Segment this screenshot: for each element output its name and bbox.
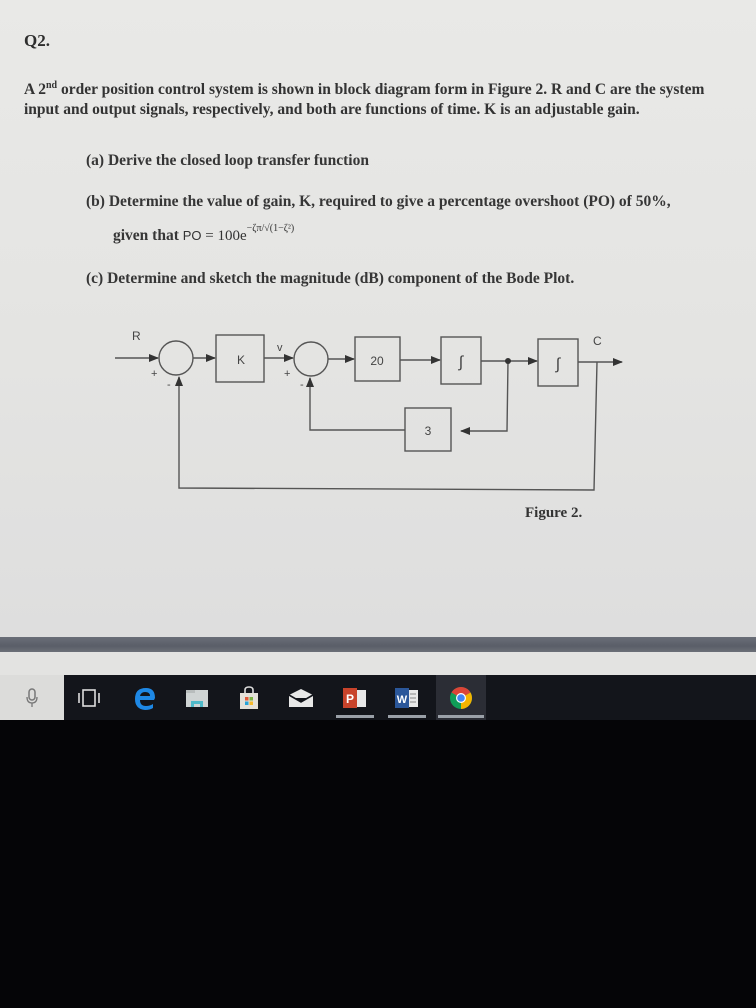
screen-bottom-strip: [0, 652, 756, 675]
powerpoint-button[interactable]: P: [334, 675, 376, 720]
part-a: (a) Derive the closed loop transfer func…: [86, 152, 369, 169]
svg-text:20: 20: [370, 354, 384, 368]
store-bag-icon: [240, 685, 258, 709]
question-heading: Q2.: [24, 31, 50, 50]
summing-junction-1: [158, 340, 194, 376]
word-button[interactable]: W: [386, 675, 428, 720]
task-view-icon: [78, 688, 100, 707]
folder-icon: [186, 689, 208, 707]
cortana-mic-button[interactable]: [0, 675, 64, 720]
figure-caption: Figure 2.: [525, 505, 583, 521]
part-c: (c) Determine and sketch the magnitude (…: [86, 270, 575, 287]
monitor-screen: Q2. A 2nd order position control system …: [0, 0, 756, 640]
mail-envelope-icon: [288, 688, 314, 707]
part-b-given: given that PO = 100e−ζπ/√(1−ζ²): [113, 223, 295, 244]
task-view-button[interactable]: [68, 675, 110, 720]
overshoot-formula: PO = 100e−ζπ/√(1−ζ²): [182, 223, 295, 244]
question-intro: A 2nd order position control system is s…: [24, 80, 705, 119]
svg-text:-: -: [300, 379, 304, 391]
block-diagram: ∫ ∫ R C v K 20 3 + - + -: [110, 320, 650, 500]
svg-text:3: 3: [425, 424, 432, 438]
edge-button[interactable]: [124, 675, 166, 720]
windows-taskbar: P W: [0, 675, 756, 720]
forward-block-20: [354, 336, 401, 382]
svg-text:W: W: [397, 694, 408, 706]
branch-point: [505, 358, 511, 364]
edge-icon: [135, 687, 155, 710]
svg-text:P: P: [346, 692, 354, 706]
svg-text:v: v: [277, 342, 283, 354]
svg-text:C: C: [593, 334, 602, 348]
svg-text:-: -: [167, 379, 171, 391]
microphone-icon: [26, 687, 38, 707]
svg-text:∫: ∫: [458, 354, 465, 371]
mail-button[interactable]: [280, 675, 322, 720]
file-explorer-button[interactable]: [176, 675, 218, 720]
window-frame-bar: [0, 637, 756, 652]
running-indicator: [438, 715, 484, 718]
svg-text:+: +: [151, 368, 157, 380]
svg-text:+: +: [284, 368, 290, 380]
running-indicator: [388, 715, 426, 718]
running-indicator: [336, 715, 374, 718]
store-button[interactable]: [228, 675, 270, 720]
chrome-icon: [450, 686, 472, 709]
chrome-button[interactable]: [436, 675, 486, 720]
word-icon: W: [395, 687, 418, 708]
monitor-bezel: [0, 720, 756, 1008]
part-b: (b) Determine the value of gain, K, requ…: [86, 193, 671, 210]
svg-text:K: K: [237, 353, 245, 367]
powerpoint-icon: P: [343, 687, 366, 708]
svg-text:∫: ∫: [555, 356, 562, 373]
svg-text:R: R: [132, 329, 141, 343]
summing-junction-2: [293, 341, 329, 377]
